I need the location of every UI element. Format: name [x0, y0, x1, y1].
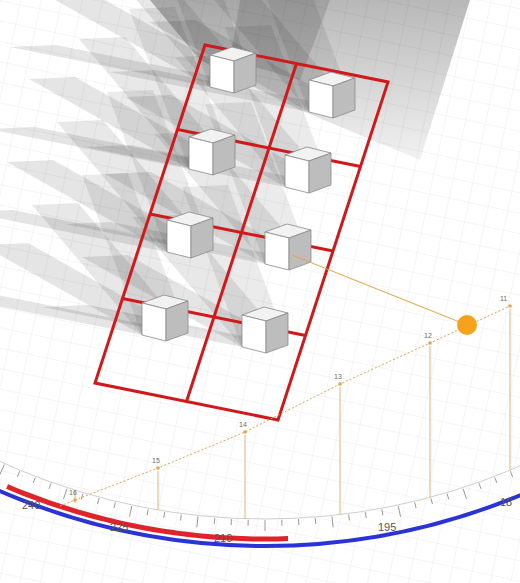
hour-label: 16: [69, 489, 77, 496]
compass-tick: [298, 519, 299, 525]
hour-point: [428, 341, 432, 345]
compass-red-arc: [7, 487, 288, 539]
compass-tick: [33, 477, 35, 483]
compass-tick: [495, 477, 497, 483]
compass-tick: [431, 498, 433, 504]
cube-side: [234, 53, 256, 93]
compass-degree: 210: [214, 533, 232, 544]
site-grid: [95, 45, 388, 420]
compass-tick: [479, 483, 481, 489]
compass-tick: [248, 520, 249, 526]
cube-face: [167, 220, 191, 258]
hour-point: [73, 498, 77, 502]
cube-face: [210, 55, 234, 93]
cube-shadows: [0, 0, 355, 347]
compass-tick: [510, 471, 512, 477]
hour-drop-line: [510, 309, 511, 470]
hour-drop-line: [340, 387, 341, 515]
cube-face: [189, 137, 213, 175]
hour-point: [338, 382, 342, 386]
sun-path: [60, 304, 512, 518]
cube: [189, 129, 235, 175]
compass-degree: 18: [500, 497, 512, 508]
cube-side: [191, 218, 213, 258]
compass-tick: [64, 489, 67, 499]
cubes: [142, 47, 355, 353]
compass-tick: [49, 483, 51, 489]
cube: [285, 147, 331, 193]
cube-side: [309, 153, 331, 193]
compass-tick: [180, 515, 182, 521]
sun-dot: [457, 315, 477, 335]
compass-degree: 195: [378, 522, 396, 533]
compass-tick: [214, 518, 215, 524]
sun-path-line: [60, 306, 510, 506]
compass-ticks: [0, 458, 520, 531]
cube-face: [142, 303, 166, 341]
compass-inner-ring: [0, 0, 520, 519]
compass-tick: [332, 516, 333, 527]
cube-face: [242, 315, 266, 353]
compass-tick: [447, 494, 449, 500]
cube: [309, 72, 355, 118]
cube: [242, 307, 288, 353]
cube-face: [285, 155, 309, 193]
compass-tick: [81, 494, 83, 500]
hour-label: 14: [239, 421, 247, 428]
cube: [142, 295, 188, 341]
compass-tick: [398, 506, 400, 517]
compass-tick: [0, 465, 4, 475]
compass-tick: [348, 515, 350, 521]
compass-tick: [315, 518, 316, 524]
cube: [265, 224, 311, 270]
hour-drop-line: [158, 471, 159, 510]
hour-point: [156, 466, 160, 470]
cube-side: [266, 313, 288, 353]
hour-label: 12: [424, 332, 432, 339]
compass-tick: [365, 512, 367, 518]
hour-label: 13: [334, 373, 342, 380]
grid-outline: [95, 45, 388, 420]
compass-tick: [281, 520, 282, 526]
hour-label: 15: [152, 457, 160, 464]
cube-face: [309, 80, 333, 118]
compass-tick: [231, 519, 232, 525]
hour-point: [508, 304, 512, 308]
compass-tick: [98, 498, 100, 504]
compass-tick: [114, 502, 115, 508]
compass-tick: [463, 489, 466, 499]
cube-side: [213, 135, 235, 175]
compass-tick: [147, 509, 148, 515]
cube-side: [166, 301, 188, 341]
compass-degree: 225: [110, 522, 128, 533]
compass-degree: 240: [22, 500, 40, 511]
compass-blue-ring: [0, 0, 520, 546]
sun-ray: [292, 255, 467, 325]
hour-point: [243, 430, 247, 434]
cube-side: [333, 78, 355, 118]
hour-label: 11: [500, 295, 507, 302]
compass-tick: [382, 509, 383, 515]
compass-tick: [129, 506, 131, 517]
hour-drop-line: [430, 346, 431, 497]
cube-side: [289, 230, 311, 270]
compass-tick: [163, 512, 165, 518]
compass-tick: [415, 502, 416, 508]
cube-face: [265, 232, 289, 270]
compass-tick: [197, 516, 198, 527]
cube: [167, 212, 213, 258]
compass-tick: [17, 471, 19, 477]
compass-tick: [265, 520, 266, 531]
hour-drop-line: [245, 435, 246, 519]
cube: [210, 47, 256, 93]
